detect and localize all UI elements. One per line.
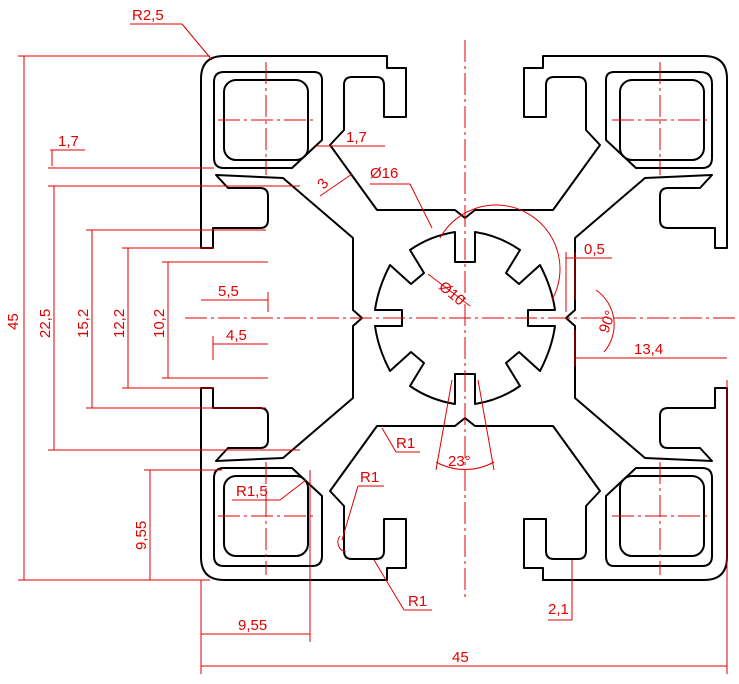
label-height-955: 9,55: [133, 521, 150, 550]
label-r1-mid: R1: [360, 469, 379, 486]
label-web-thickness: 3: [314, 175, 332, 192]
center-lines: [185, 40, 735, 600]
label-outer-bore: Ø16: [370, 165, 398, 182]
label-inner-bore: Ø10: [435, 278, 468, 309]
label-r1-top: R1: [396, 435, 415, 452]
label-offset-134: 13,4: [634, 341, 663, 358]
label-r15: R1,5: [236, 483, 268, 500]
label-slot-122: 12,2: [111, 309, 128, 338]
dimension-labels: R2,5 45 1,7 1,7 3 Ø16 Ø10 22,5 15,2 12,2…: [5, 7, 663, 666]
dimension-lines: [18, 23, 728, 674]
label-depth-55: 5,5: [218, 283, 239, 300]
label-width-955: 9,55: [238, 617, 267, 634]
label-lip-21: 2,1: [548, 601, 569, 618]
label-r1-bottom: R1: [408, 593, 427, 610]
label-corner-radius: R2,5: [132, 7, 164, 24]
label-overall-width: 45: [452, 649, 469, 666]
label-wall-left: 1,7: [58, 133, 79, 150]
label-gap-05: 0,5: [584, 241, 605, 258]
label-overall-height: 45: [5, 313, 22, 330]
label-slot-152: 15,2: [75, 309, 92, 338]
label-slot-225: 22,5: [37, 309, 54, 338]
label-depth-45: 4,5: [226, 327, 247, 344]
label-wall-right: 1,7: [346, 129, 367, 146]
label-slot-102: 10,2: [151, 309, 168, 338]
label-angle-23: 23°: [448, 453, 471, 470]
label-angle-90: 90°: [596, 308, 620, 335]
